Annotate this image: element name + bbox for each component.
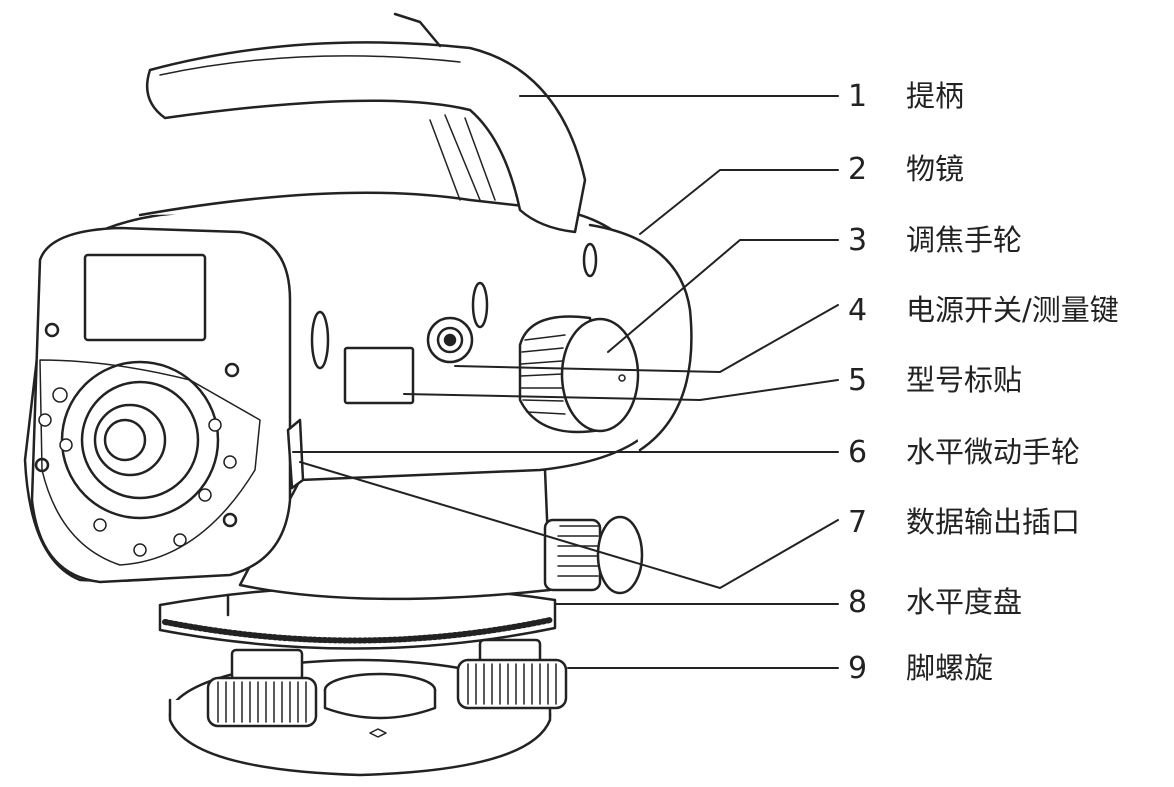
callout-label-9: 脚螺旋 bbox=[906, 651, 994, 685]
foot-screw-right bbox=[456, 638, 568, 710]
callout-label-4: 电源开关/测量键 bbox=[906, 293, 1119, 327]
horizontal-circle bbox=[158, 584, 557, 650]
callout-number-6: 6 bbox=[848, 435, 868, 470]
callout-label-3: 调焦手轮 bbox=[906, 223, 1023, 257]
callout-number-1: 1 bbox=[848, 79, 868, 114]
callout-number-2: 2 bbox=[848, 152, 868, 187]
carrying-handle bbox=[145, 12, 587, 234]
callout-number-8: 8 bbox=[848, 585, 868, 620]
data-port bbox=[286, 418, 305, 490]
callout-label-1: 提柄 bbox=[906, 79, 965, 113]
callout-label-8: 水平度盘 bbox=[906, 585, 1023, 619]
callout-label-6: 水平微动手轮 bbox=[906, 435, 1081, 469]
tangent-knob bbox=[543, 515, 644, 595]
objective-housing bbox=[588, 223, 693, 452]
callout-number-9: 9 bbox=[848, 651, 868, 686]
callout-label-7: 数据输出插口 bbox=[906, 505, 1081, 539]
leader-lines bbox=[292, 95, 839, 669]
power-key bbox=[426, 316, 474, 364]
model-sticker bbox=[343, 346, 415, 405]
foot-screw-left bbox=[206, 648, 318, 728]
focus-knob bbox=[518, 315, 640, 434]
callout-number-5: 5 bbox=[848, 363, 868, 398]
callout-number-7: 7 bbox=[848, 505, 868, 540]
callout-label-2: 物镜 bbox=[906, 152, 965, 186]
keypad-face bbox=[30, 226, 292, 584]
callout-number-4: 4 bbox=[848, 293, 868, 328]
callout-label-5: 型号标贴 bbox=[906, 363, 1023, 397]
callout-number-3: 3 bbox=[848, 223, 868, 258]
